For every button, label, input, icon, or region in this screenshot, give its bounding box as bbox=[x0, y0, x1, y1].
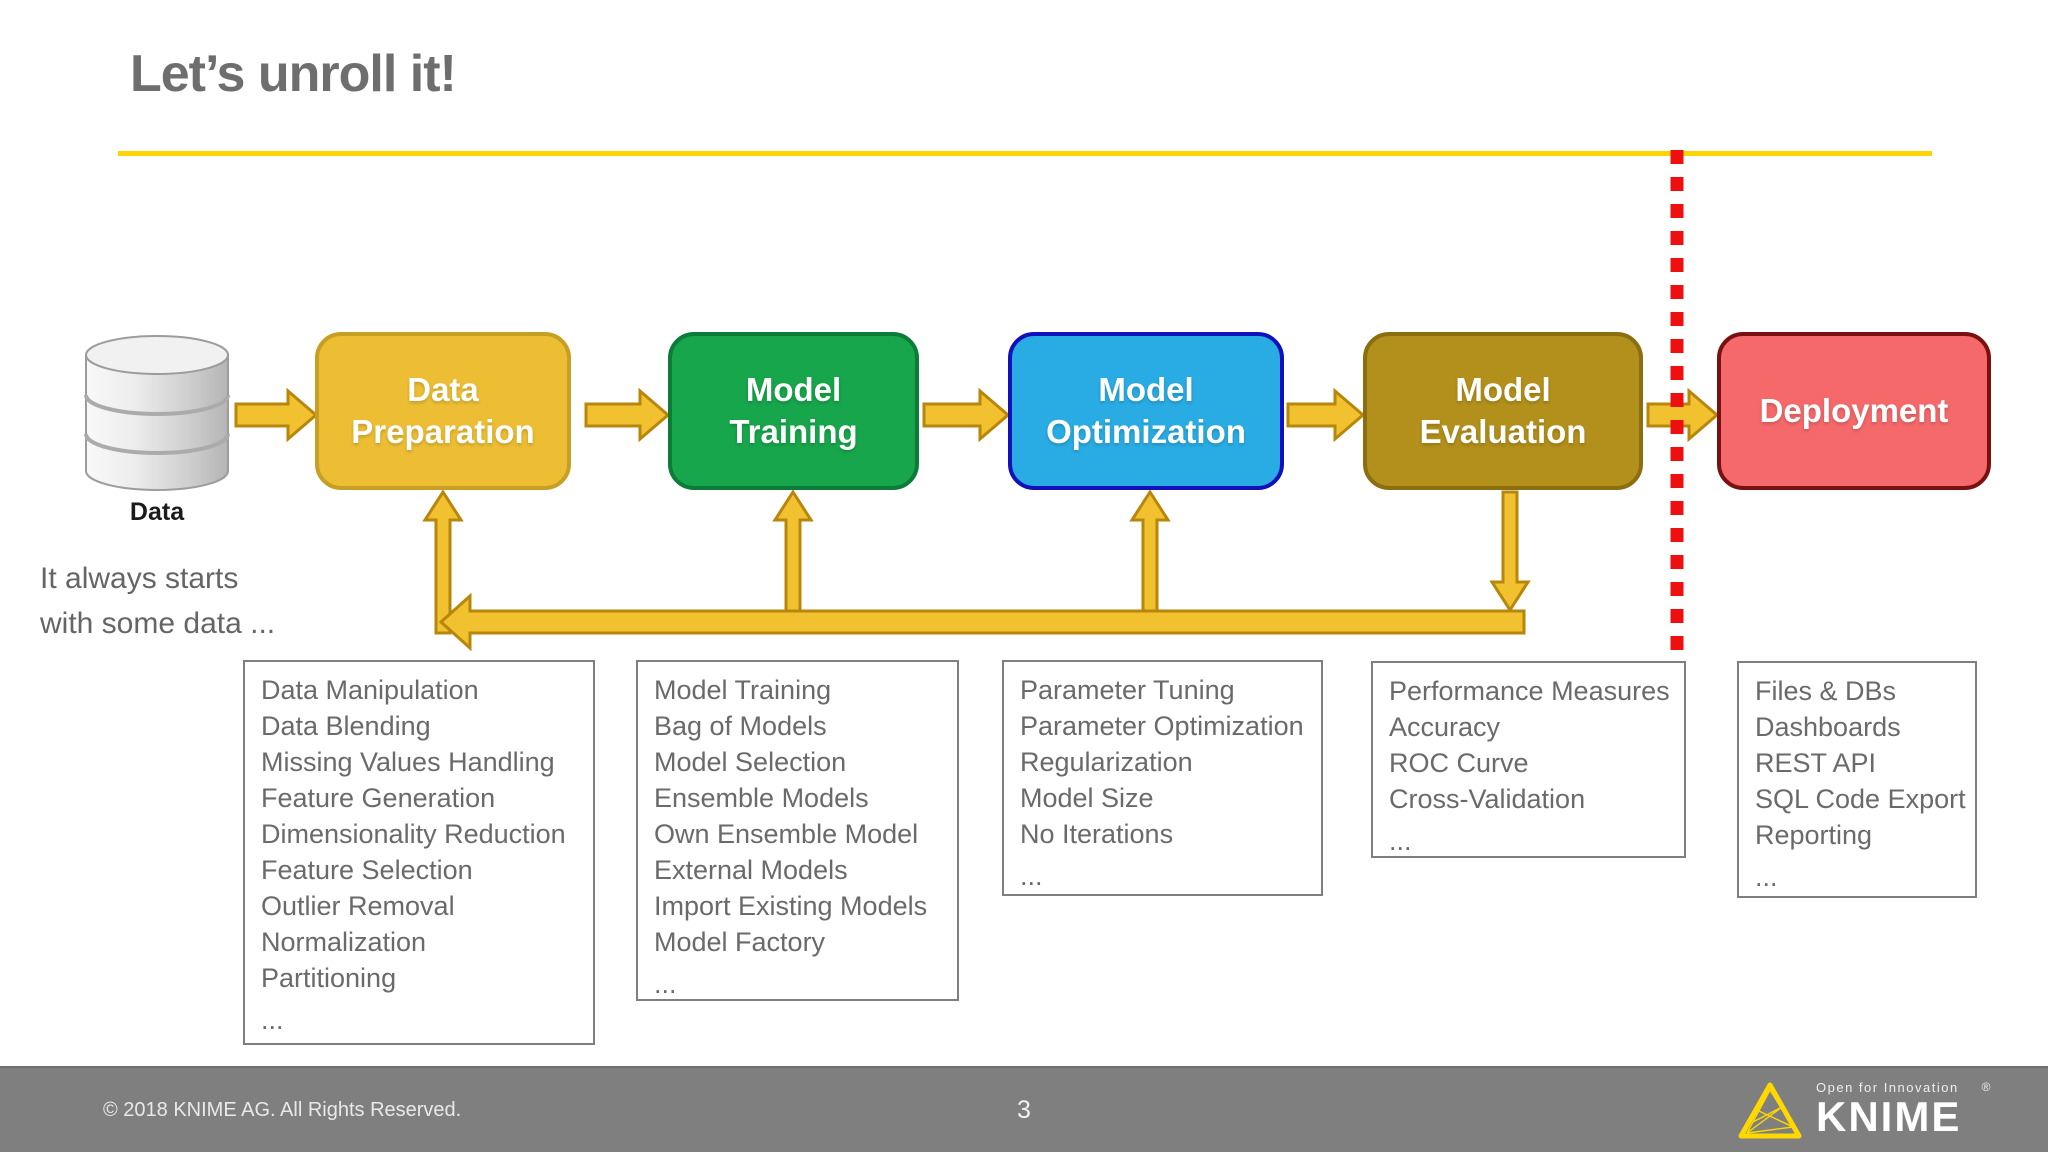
detail-item: Parameter Optimization bbox=[1020, 711, 1304, 741]
db-separator bbox=[84, 433, 230, 455]
stage-label-deployment: Deployment bbox=[1759, 391, 1949, 429]
caption-line-2: with some data ... bbox=[40, 607, 276, 640]
caption-line-1: It always starts bbox=[40, 562, 239, 595]
detail-item: ... bbox=[261, 1005, 284, 1035]
detail-item: Own Ensemble Model bbox=[654, 819, 919, 849]
detail-item: Outlier Removal bbox=[261, 891, 455, 921]
detail-item: Files & DBs bbox=[1755, 676, 1897, 706]
feedback-up-arrow-model-training bbox=[772, 489, 814, 635]
data-label: Data bbox=[129, 498, 185, 526]
stage-label-data-preparation: Data Preparation bbox=[351, 370, 535, 450]
logo-brand-name: KNIME bbox=[1816, 1093, 1962, 1141]
feedback-up-arrow-model-optimization bbox=[1129, 489, 1171, 635]
logo-tagline: Open for Innovation bbox=[1816, 1080, 1959, 1096]
feedback-up-arrow-data-preparation bbox=[422, 489, 464, 635]
detail-item: REST API bbox=[1755, 748, 1877, 778]
detail-item: Bag of Models bbox=[654, 711, 827, 741]
detail-item: ... bbox=[1020, 861, 1043, 891]
detail-item: Ensemble Models bbox=[654, 783, 869, 813]
detail-item: Parameter Tuning bbox=[1020, 675, 1235, 705]
detail-item: Partitioning bbox=[261, 963, 397, 993]
knime-logo-triangle-icon bbox=[1738, 1082, 1802, 1139]
detail-item: SQL Code Export bbox=[1755, 784, 1966, 814]
detail-item: Reporting bbox=[1755, 820, 1873, 850]
detail-item: Regularization bbox=[1020, 747, 1193, 777]
title-underline bbox=[118, 151, 1932, 156]
detail-item: ... bbox=[1755, 862, 1778, 892]
stage-box-model-training: Model Training bbox=[668, 332, 919, 490]
knime-logo-text: Open for Innovation ® KNIME bbox=[1816, 1080, 1992, 1139]
db-lid bbox=[85, 335, 229, 375]
detail-item: ... bbox=[654, 969, 677, 999]
database-cylinder-icon bbox=[84, 335, 230, 491]
detail-item: Missing Values Handling bbox=[261, 747, 555, 777]
detail-item: Data Manipulation bbox=[261, 675, 479, 705]
stage-label-model-training: Model Training bbox=[729, 370, 858, 450]
detail-item: Accuracy bbox=[1389, 712, 1501, 742]
flow-arrow-training-to-optimization bbox=[922, 387, 1011, 443]
flow-arrow-optimization-to-evaluation bbox=[1286, 387, 1366, 443]
detail-item: Dashboards bbox=[1755, 712, 1901, 742]
detail-item: ... bbox=[1389, 826, 1412, 856]
copyright-text: © 2018 KNIME AG. All Rights Reserved. bbox=[103, 1098, 462, 1121]
detail-item: Feature Selection bbox=[261, 855, 473, 885]
flow-arrow-preparation-to-training bbox=[584, 387, 671, 443]
db-body bbox=[85, 355, 229, 491]
feedback-bar-arrow bbox=[438, 592, 1526, 652]
detail-item: No Iterations bbox=[1020, 819, 1174, 849]
flow-arrow-evaluation-to-deployment bbox=[1646, 387, 1720, 443]
flow-arrow-data-to-preparation bbox=[234, 387, 319, 443]
feedback-down-arrow-model-evaluation bbox=[1489, 490, 1531, 613]
page-title: Let’s unroll it! bbox=[130, 45, 457, 103]
stage-box-data-preparation: Data Preparation bbox=[315, 332, 571, 490]
stage-label-model-optimization: Model Optimization bbox=[1046, 370, 1246, 450]
db-separator bbox=[84, 394, 230, 416]
detail-item: External Models bbox=[654, 855, 848, 885]
intro-caption: It always starts with some data ... bbox=[40, 556, 275, 646]
stage-box-model-evaluation: Model Evaluation bbox=[1363, 332, 1643, 490]
detail-item: Performance Measures bbox=[1389, 676, 1670, 706]
detail-item: Data Blending bbox=[261, 711, 431, 741]
page-number: 3 bbox=[1017, 1095, 1031, 1124]
detail-item: Model Training bbox=[654, 675, 832, 705]
detail-item: Import Existing Models bbox=[654, 891, 928, 921]
knime-logo: Open for Innovation ® KNIME bbox=[1738, 1068, 1992, 1152]
detail-item: Model Selection bbox=[654, 747, 847, 777]
registered-mark: ® bbox=[1981, 1080, 1992, 1095]
detail-item: Model Factory bbox=[654, 927, 826, 957]
detail-item: Dimensionality Reduction bbox=[261, 819, 566, 849]
footer-bar: © 2018 KNIME AG. All Rights Reserved. 3 … bbox=[0, 1066, 2048, 1152]
stage-box-deployment: Deployment bbox=[1717, 332, 1991, 490]
detail-item: Model Size bbox=[1020, 783, 1154, 813]
detail-item: Normalization bbox=[261, 927, 427, 957]
detail-item: Cross-Validation bbox=[1389, 784, 1586, 814]
detail-item: Feature Generation bbox=[261, 783, 496, 813]
stage-label-model-evaluation: Model Evaluation bbox=[1419, 370, 1587, 450]
detail-item: ROC Curve bbox=[1389, 748, 1529, 778]
stage-box-model-optimization: Model Optimization bbox=[1008, 332, 1284, 490]
